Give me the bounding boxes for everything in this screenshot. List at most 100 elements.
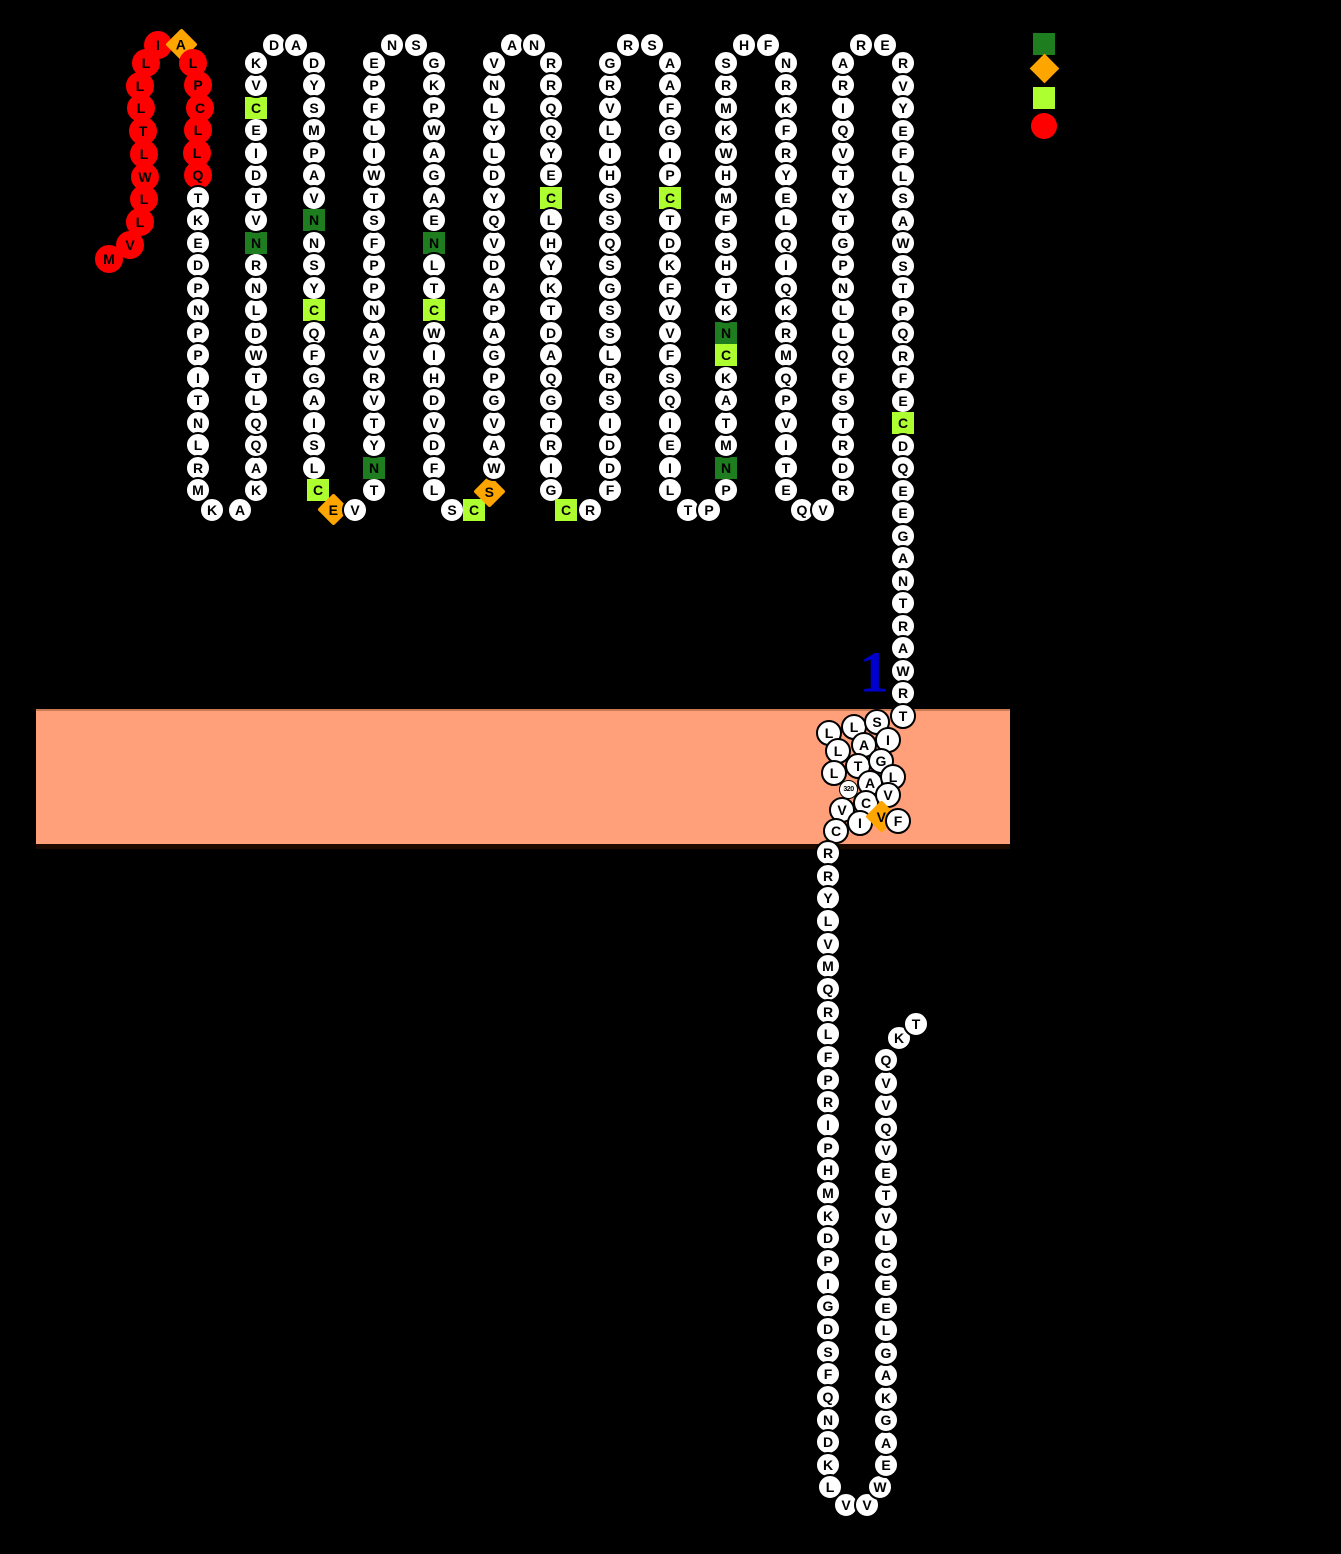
residue-l: L [421, 477, 447, 503]
residue-a: A [481, 275, 507, 301]
residue-n: N [890, 568, 916, 594]
residue-r: R [538, 432, 564, 458]
residue-v: V [597, 95, 623, 121]
residue-g: G [873, 1407, 899, 1433]
residue-n: N [301, 230, 327, 256]
residue-i: I [815, 1271, 841, 1297]
residue-c: C [307, 479, 329, 501]
residue-c: C [555, 499, 577, 521]
residue-i: I [538, 455, 564, 481]
residue-c: C [540, 187, 562, 209]
residue-c: C [873, 1250, 899, 1276]
residue-q: Q [890, 320, 916, 346]
residue-v: V [301, 185, 327, 211]
residue-n: N [363, 457, 385, 479]
residue-l: L [481, 140, 507, 166]
residue-v: V [830, 140, 856, 166]
residue-s: S [890, 253, 916, 279]
residue-s: S [301, 432, 327, 458]
light-green-square-marker [1033, 87, 1055, 109]
residue-t: T [903, 1011, 929, 1037]
residue-l: L [481, 95, 507, 121]
residue-f: F [830, 365, 856, 391]
residue-a: A [421, 185, 447, 211]
residue-n: N [303, 209, 325, 231]
residue-v: V [361, 387, 387, 413]
residue-a: A [873, 1362, 899, 1388]
residue-v: V [342, 497, 368, 523]
residue-n: N [815, 1407, 841, 1433]
residue-d: D [301, 50, 327, 76]
residue-p: P [185, 320, 211, 346]
residue-y: Y [830, 185, 856, 211]
residue-q: Q [830, 117, 856, 143]
residue-l: L [657, 477, 683, 503]
residue-d: D [657, 230, 683, 256]
residue-v: V [116, 231, 144, 259]
residue-d: D [481, 252, 507, 278]
residue-w: W [421, 320, 447, 346]
residue-k: K [873, 1385, 899, 1411]
residue-d: D [421, 432, 447, 458]
residue-q: Q [830, 342, 856, 368]
residue-y: Y [890, 95, 916, 121]
residue-t: T [890, 703, 916, 729]
residue-q: Q [597, 230, 623, 256]
residue-d: D [815, 1316, 841, 1342]
residue-p: P [815, 1067, 841, 1093]
residue-c: C [715, 344, 737, 366]
residue-a: A [830, 50, 856, 76]
residue-n: N [245, 232, 267, 254]
residue-t: T [243, 185, 269, 211]
residue-d: D [261, 32, 287, 58]
residue-r: R [538, 50, 564, 76]
red-circle-marker [1031, 113, 1057, 139]
residue-c: C [303, 299, 325, 321]
residue-t: T [713, 410, 739, 436]
residue-r: R [538, 72, 564, 98]
residue-v: V [873, 1070, 899, 1096]
residue-n: N [379, 32, 405, 58]
residue-t: T [185, 387, 211, 413]
residue-v: V [481, 410, 507, 436]
residue-s: S [597, 387, 623, 413]
residue-m: M [815, 953, 841, 979]
residue-m: M [815, 1180, 841, 1206]
residue-d: D [243, 320, 269, 346]
residue-r: R [890, 343, 916, 369]
residue-n: N [423, 232, 445, 254]
residue-t: T [361, 185, 387, 211]
residue-g: G [873, 1340, 899, 1366]
residue-n: N [773, 50, 799, 76]
residue-r: R [361, 365, 387, 391]
residue-e: E [873, 1295, 899, 1321]
residue-p: P [815, 1135, 841, 1161]
residue-c: C [463, 499, 485, 521]
residue-e: E [890, 500, 916, 526]
residue-r: R [597, 365, 623, 391]
residue-d: D [597, 455, 623, 481]
residue-l: L [873, 1227, 899, 1253]
residue-a: A [481, 432, 507, 458]
residue-l: L [815, 1021, 841, 1047]
residue-r: R [890, 613, 916, 639]
residue-r: R [713, 72, 739, 98]
residue-t: T [830, 207, 856, 233]
residue-a: A [421, 140, 447, 166]
residue-n: N [185, 297, 211, 323]
residue-s: S [713, 50, 739, 76]
residue-f: F [421, 455, 447, 481]
residue-p: P [481, 297, 507, 323]
residue-n: N [830, 275, 856, 301]
residue-y: Y [481, 117, 507, 143]
residue-i: I [773, 432, 799, 458]
residue-p: P [815, 1248, 841, 1274]
residue-s: S [301, 95, 327, 121]
residue-v: V [657, 320, 683, 346]
residue-l: L [873, 1317, 899, 1343]
residue-n: N [361, 297, 387, 323]
residue-w: W [713, 140, 739, 166]
residue-r: R [185, 455, 211, 481]
residue-d: D [481, 162, 507, 188]
